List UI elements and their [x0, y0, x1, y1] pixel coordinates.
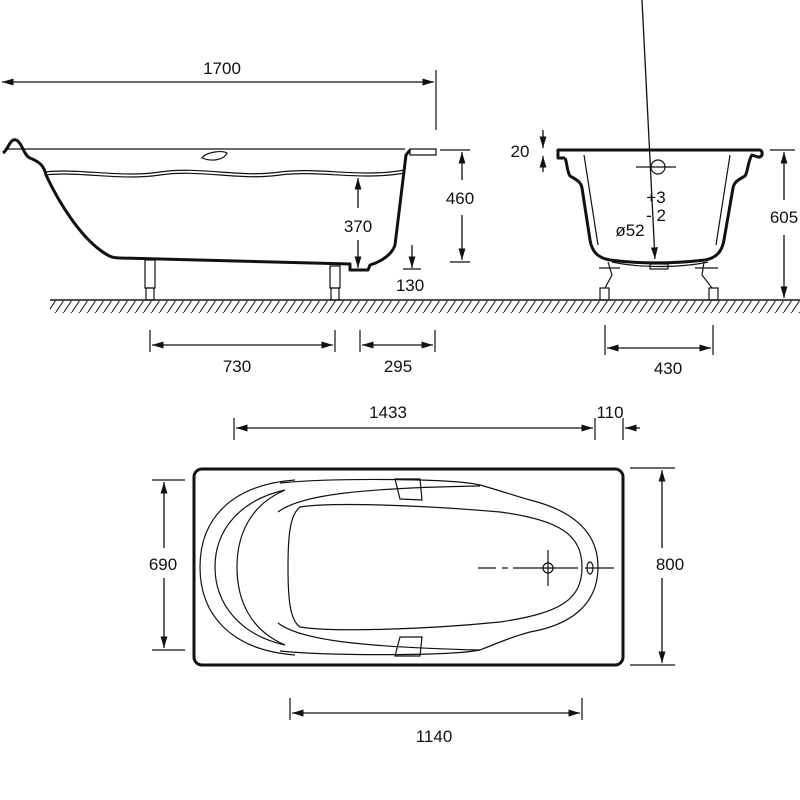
side-leg-right: [329, 265, 341, 301]
end-leg-left: [599, 261, 620, 301]
length-dimension: 1700: [203, 59, 241, 78]
end-leg-right: [695, 261, 719, 301]
end-leg-spacing-dimension: 430: [654, 359, 682, 378]
bottom-length-dimension: 1140: [416, 727, 453, 746]
drain-height-dimension: 130: [396, 276, 424, 295]
inner-length-dimension: 1433: [369, 403, 407, 422]
end-view: 20 605 +3 - 2 ø52 430: [511, 0, 798, 378]
plan-outline: [192, 467, 625, 667]
end-drain-symbol: [636, 159, 676, 175]
side-view: 1700 460 370 130 730 295: [2, 59, 474, 376]
end-height-dimension: 605: [770, 208, 798, 227]
plan-view: 1433 110 690 800 1140: [149, 403, 684, 746]
tolerance-plus: +3: [646, 188, 665, 207]
inner-width-dimension: 690: [149, 555, 177, 574]
leg-spacing-dimension: 730: [223, 357, 251, 376]
width-dimension: 800: [656, 555, 684, 574]
drain-diameter-label: ø52: [615, 221, 644, 240]
side-view-tub-outline: [2, 138, 412, 272]
end-offset-dimension: 295: [384, 357, 412, 376]
depth-dimension: 370: [344, 217, 372, 236]
overflow-icon: [201, 151, 228, 161]
end-view-tub-outline: [556, 148, 764, 265]
handle-top: [394, 478, 423, 501]
side-leg-left: [144, 259, 156, 301]
handle-bottom: [394, 636, 423, 657]
height-dimension: 460: [446, 189, 474, 208]
plan-drain-symbol: [478, 550, 614, 586]
ground-line: [50, 299, 800, 313]
drain-offset-dimension: 110: [596, 403, 623, 422]
rim-dimension: 20: [511, 142, 530, 161]
tolerance-minus: - 2: [646, 206, 666, 225]
